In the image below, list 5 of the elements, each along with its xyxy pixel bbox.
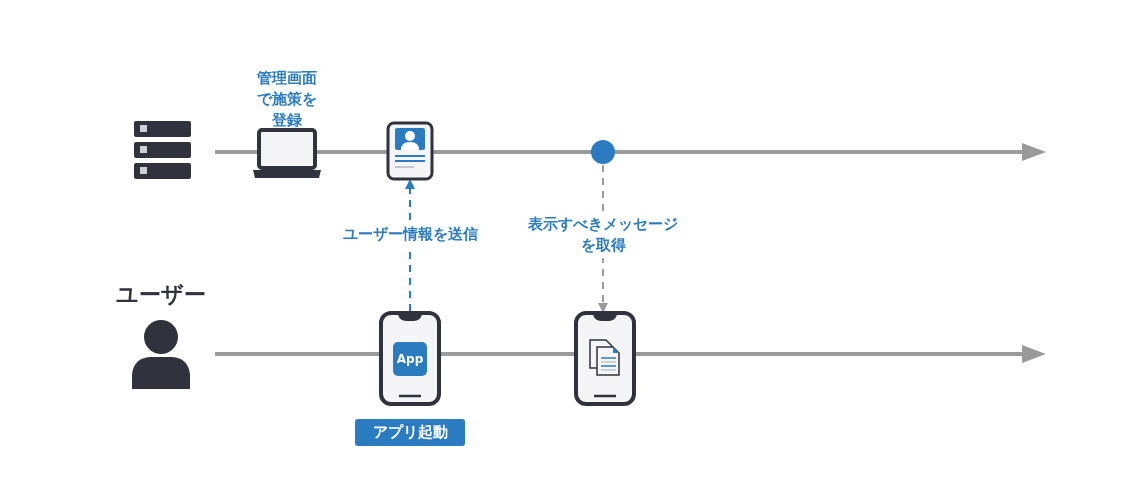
dashed-arrow [405, 179, 415, 312]
tag-label: アプリ起動 [355, 419, 465, 446]
app-icon: App [393, 342, 427, 376]
heading-text: 管理画面で施策を登録 [256, 68, 318, 131]
lane-label: ユーザー [115, 281, 207, 309]
